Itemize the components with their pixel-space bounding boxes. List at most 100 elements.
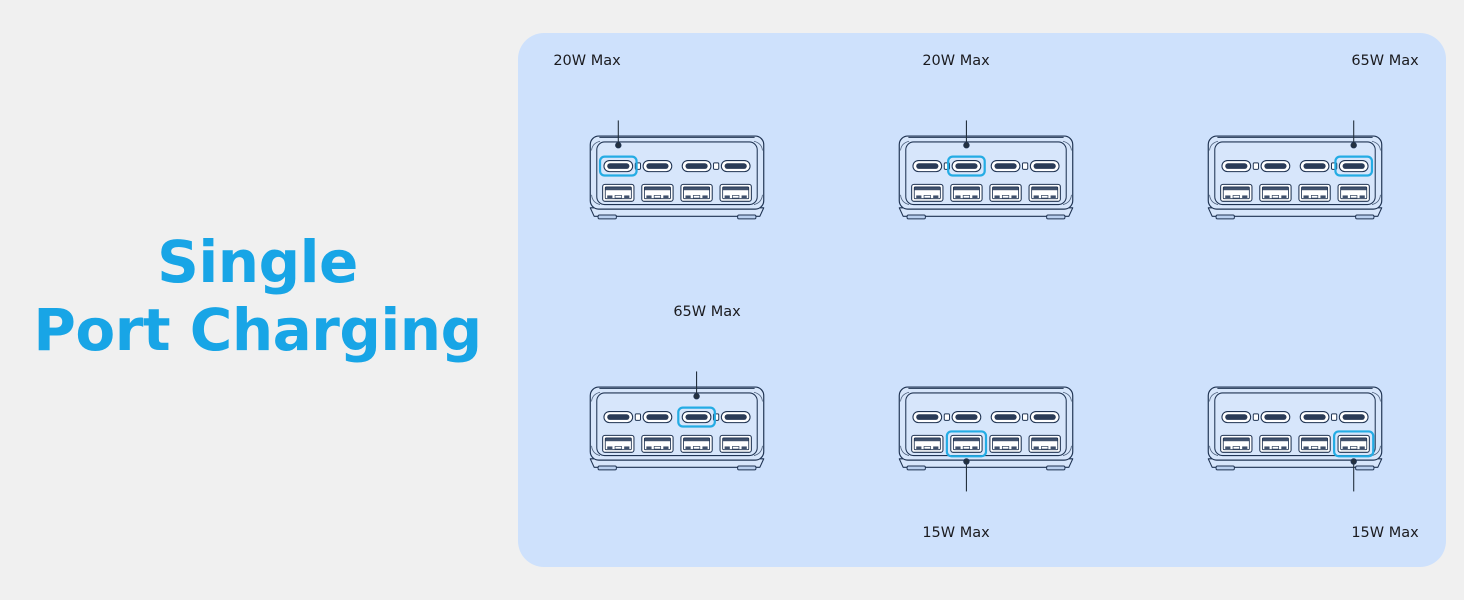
device-foot-left (906, 214, 926, 220)
usb-c-port-icon (1029, 160, 1060, 173)
device-foot-left (597, 214, 617, 220)
charging-hub-illustration (1207, 120, 1383, 220)
device-bevel-right-bottom (1371, 194, 1381, 205)
device-bevel-left-bottom (591, 194, 601, 205)
device-bevel-right (753, 140, 763, 151)
device-foot-right (1046, 214, 1066, 220)
page-title-line-1: Single (157, 228, 358, 296)
charging-hub-card: 15W Max (851, 346, 1121, 541)
usb-a-port-icon (1220, 434, 1253, 453)
usb-c-port-icon (1299, 160, 1330, 173)
device-foot-right (1355, 465, 1375, 471)
usb-c-port-icon (990, 411, 1021, 424)
charging-hub-illustration (1207, 386, 1383, 492)
device-bevel-right (1062, 391, 1072, 402)
indicator-square-icon (634, 413, 641, 421)
device-bevel-right (1062, 140, 1072, 151)
usb-c-port-icon (990, 160, 1021, 173)
callout-dot-icon (963, 142, 970, 149)
callout-dot-icon (963, 458, 970, 465)
usb-c-port-icon (1029, 411, 1060, 424)
charging-hub-card: 65W Max (1160, 53, 1430, 245)
device-bevel-right-bottom (1062, 445, 1072, 456)
port-highlight-box (1334, 155, 1374, 177)
power-callout-label: 65W Max (1351, 53, 1419, 69)
port-highlight-box (945, 430, 988, 458)
charging-hub-illustration (898, 386, 1074, 492)
charging-hub-card: 65W Max (542, 304, 812, 496)
charging-hub-illustration (589, 120, 765, 220)
device-foot-left (1215, 214, 1235, 220)
usb-a-port-icon (680, 183, 713, 202)
usb-a-port-icon (1337, 183, 1370, 202)
usb-a-port-icon (950, 183, 983, 202)
usb-a-port-icon (989, 183, 1022, 202)
usb-a-port-icon (1028, 434, 1061, 453)
power-callout-label: 15W Max (1351, 525, 1419, 541)
usb-a-port-icon (950, 434, 983, 453)
page-title-line-2: Port Charging (33, 296, 482, 364)
usb-c-port-icon (1260, 411, 1291, 424)
device-bevel-left-bottom (900, 445, 910, 456)
usb-c-port-icon (681, 411, 712, 424)
device-bevel-right-bottom (753, 194, 763, 205)
usb-c-port-icon (912, 160, 943, 173)
usb-a-port-icon (719, 434, 752, 453)
indicator-square-icon (1331, 413, 1338, 421)
device-face-panel (1214, 141, 1376, 206)
charging-hub-card: 20W Max (542, 53, 812, 245)
indicator-square-icon (1022, 162, 1029, 170)
device-bevel-left-bottom (591, 445, 601, 456)
usb-c-port-icon (1338, 411, 1369, 424)
power-callout-label: 15W Max (922, 525, 990, 541)
device-bevel-right-bottom (1062, 194, 1072, 205)
usb-a-port-icon (1337, 434, 1370, 453)
device-face-panel (596, 392, 758, 457)
port-highlight-box (677, 406, 716, 428)
device-bevel-right (1371, 391, 1381, 402)
indicator-square-icon (1252, 162, 1259, 170)
usb-a-port-icon (680, 434, 713, 453)
usb-a-port-icon (719, 183, 752, 202)
device-foot-left (1215, 465, 1235, 471)
device-bevel-left (1209, 140, 1219, 151)
page-title: Single Port Charging (0, 228, 515, 364)
charging-hub-card: 15W Max (1160, 346, 1430, 541)
device-bevel-left-bottom (1209, 194, 1219, 205)
usb-a-port-icon (1259, 183, 1292, 202)
usb-c-port-icon (951, 411, 982, 424)
device-bevel-right-bottom (753, 445, 763, 456)
device-grid-panel: 20W Max (518, 33, 1446, 567)
charging-hub-illustration (898, 120, 1074, 220)
device-bevel-left-bottom (900, 194, 910, 205)
usb-a-port-icon (1298, 183, 1331, 202)
usb-a-port-icon (641, 434, 674, 453)
callout-dot-icon (615, 142, 622, 149)
port-highlight-box (1333, 430, 1375, 458)
device-bevel-right (1371, 140, 1381, 151)
port-highlight-box (947, 155, 986, 177)
usb-a-port-icon (989, 434, 1022, 453)
usb-c-port-icon (912, 411, 943, 424)
usb-c-port-icon (720, 160, 751, 173)
power-callout-label: 65W Max (673, 304, 741, 320)
device-bevel-left (591, 391, 601, 402)
usb-c-port-icon (681, 160, 712, 173)
device-face-panel (596, 141, 758, 206)
device-bevel-left-bottom (1209, 445, 1219, 456)
usb-c-port-icon (720, 411, 751, 424)
device-bevel-left (900, 391, 910, 402)
device-foot-right (737, 465, 757, 471)
callout-dot-icon (1350, 458, 1357, 465)
device-bevel-left (1209, 391, 1219, 402)
device-bevel-right-bottom (1371, 445, 1381, 456)
usb-a-port-icon (911, 183, 944, 202)
usb-a-port-icon (911, 434, 944, 453)
usb-c-port-icon (1221, 160, 1252, 173)
usb-c-port-icon (603, 411, 634, 424)
usb-a-port-icon (1220, 183, 1253, 202)
device-foot-left (597, 465, 617, 471)
usb-c-port-icon (603, 160, 634, 173)
indicator-square-icon (943, 413, 950, 421)
